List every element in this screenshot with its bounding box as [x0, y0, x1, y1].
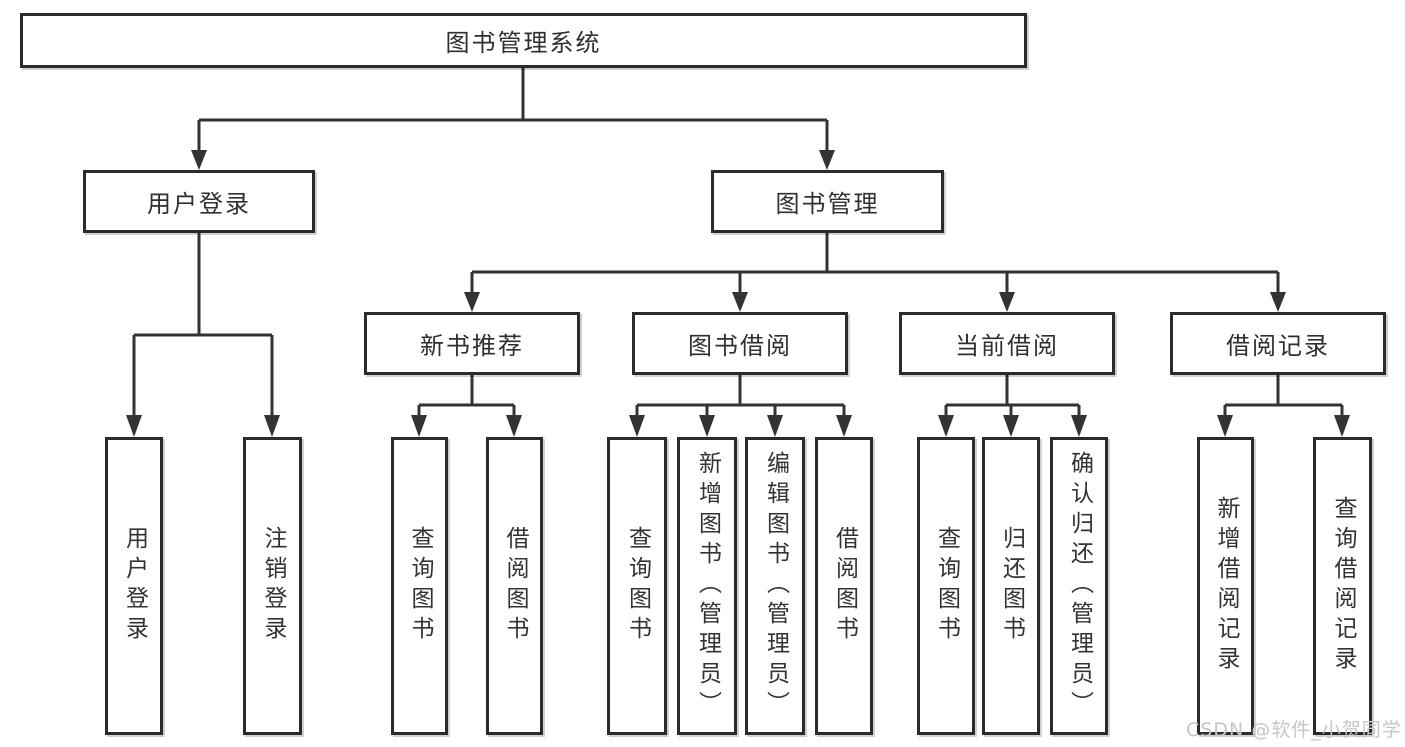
leaf-query-book-3: 查询图书: [917, 437, 975, 735]
leaf-confirm-return-admin: 确认归还（管理员）: [1050, 437, 1108, 735]
node-book-borrowing: 图书借阅: [632, 312, 848, 375]
leaf-user-login: 用户登录: [105, 437, 163, 735]
edge-newbookrec-to-leaves: [411, 375, 522, 437]
node-book-borrowing-label: 图书借阅: [688, 332, 792, 360]
node-current-borrowing-label: 当前借阅: [955, 332, 1059, 360]
leaf-user-login-label: 用户登录: [121, 526, 148, 646]
edge-bookborrow-to-leaves: [629, 375, 852, 437]
leaf-query-book-2: 查询图书: [607, 437, 667, 735]
node-borrowing-records-label: 借阅记录: [1226, 332, 1330, 360]
leaf-add-book-admin: 新增图书（管理员）: [677, 437, 737, 735]
node-new-book-recommendation: 新书推荐: [364, 312, 580, 375]
leaf-borrow-book-1-label: 借阅图书: [502, 526, 528, 646]
leaf-return-book-label: 归还图书: [998, 526, 1025, 646]
edge-borrowrecord-to-leaves: [1217, 375, 1350, 437]
node-book-management-label: 图书管理: [775, 190, 880, 218]
node-user-login: 用户登录: [83, 170, 315, 233]
node-borrowing-records: 借阅记录: [1170, 312, 1386, 375]
leaf-add-book-admin-label: 新增图书（管理员）: [694, 451, 721, 721]
leaf-query-book-2-label: 查询图书: [624, 526, 651, 646]
node-library-system-label: 图书管理系统: [445, 29, 602, 57]
leaf-confirm-return-admin-label: 确认归还（管理员）: [1066, 451, 1093, 721]
leaf-add-borrow-record: 新增借阅记录: [1197, 437, 1254, 735]
leaf-edit-book-admin: 编辑图书（管理员）: [745, 437, 805, 735]
edge-bookmgmt-to-level3: [464, 233, 1286, 312]
node-book-management: 图书管理: [711, 170, 944, 233]
edge-currentborrow-to-leaves: [938, 375, 1087, 437]
node-user-login-label: 用户登录: [147, 190, 251, 218]
edge-root-to-level2: [191, 68, 835, 170]
leaf-add-borrow-record-label: 新增借阅记录: [1213, 496, 1239, 676]
node-current-borrowing: 当前借阅: [899, 312, 1115, 375]
leaf-query-book-1-label: 查询图书: [407, 526, 433, 646]
leaf-logout: 注销登录: [243, 437, 302, 735]
leaf-logout-label: 注销登录: [260, 526, 286, 646]
leaf-edit-book-admin-label: 编辑图书（管理员）: [762, 451, 789, 721]
leaf-borrow-book-1: 借阅图书: [486, 437, 543, 735]
leaf-query-borrow-record-label: 查询借阅记录: [1330, 496, 1356, 676]
node-library-system: 图书管理系统: [20, 13, 1027, 68]
edge-userlogin-to-leaves: [126, 233, 280, 437]
leaf-borrow-book-2: 借阅图书: [815, 437, 873, 735]
leaf-query-borrow-record: 查询借阅记录: [1313, 437, 1372, 735]
node-new-book-recommendation-label: 新书推荐: [420, 332, 524, 360]
leaf-query-book-1: 查询图书: [391, 437, 448, 735]
leaf-query-book-3-label: 查询图书: [933, 526, 960, 646]
leaf-return-book: 归还图书: [982, 437, 1040, 735]
csdn-watermark: CSDN @软件_小贺同学: [1186, 719, 1402, 741]
leaf-borrow-book-2-label: 借阅图书: [831, 526, 858, 646]
